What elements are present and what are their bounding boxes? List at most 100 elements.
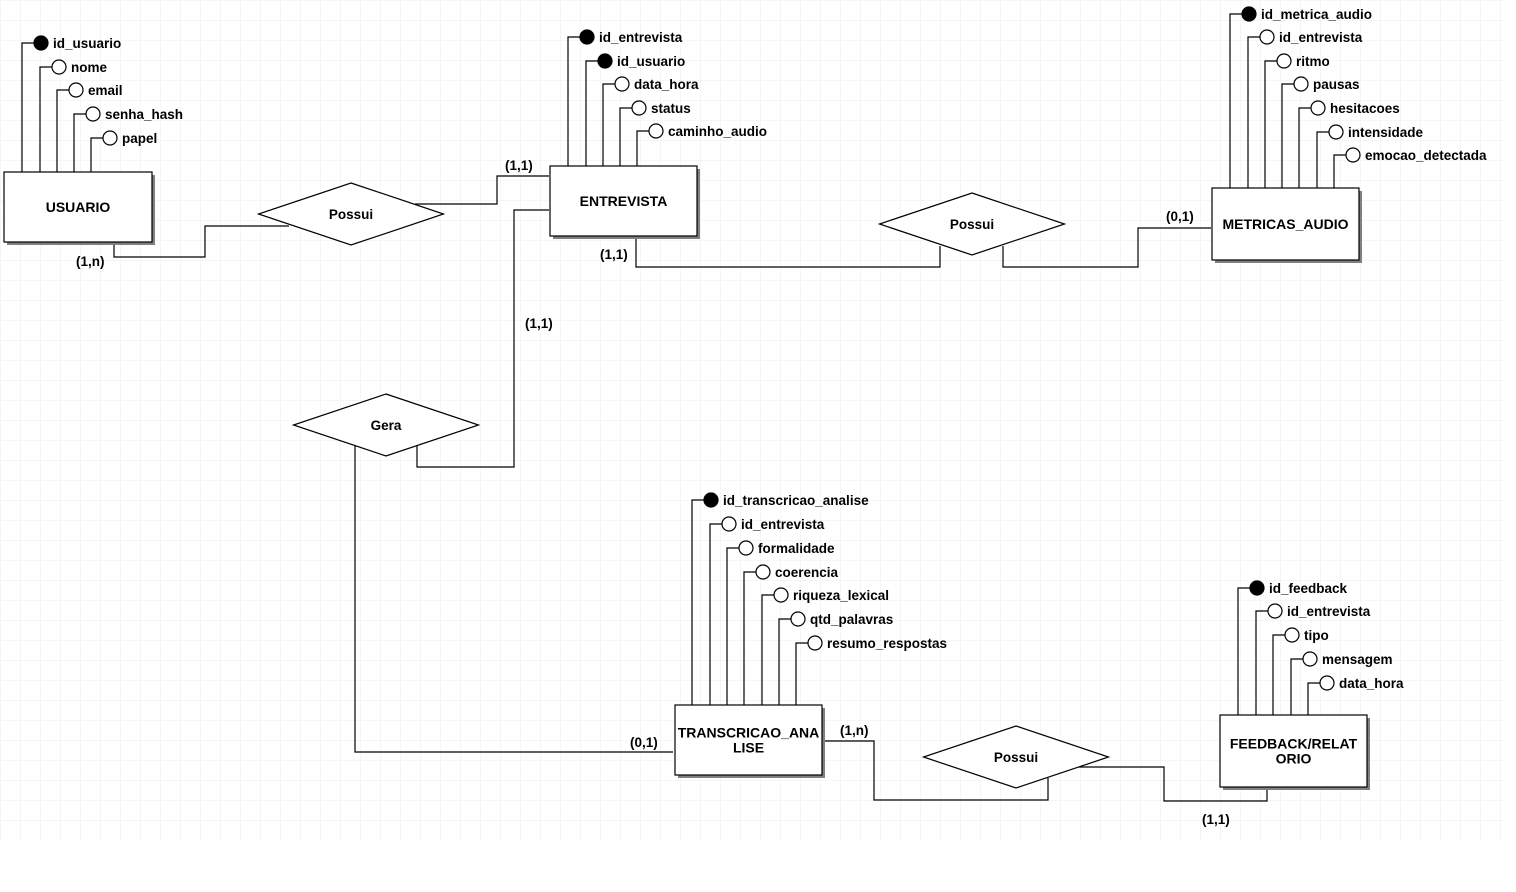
usuario-attr-line	[90, 137, 103, 172]
cardinality-entrevista-gera: (1,1)	[525, 316, 553, 331]
entrevista-attr-line	[602, 83, 615, 166]
relationship-gera	[291, 393, 481, 457]
usuario-attr-line	[56, 89, 69, 172]
attribute-qtd-palavras: qtd_palavras	[810, 612, 893, 627]
transcricao-attr-line	[795, 642, 808, 705]
attribute-nome: nome	[71, 60, 107, 75]
attribute-papel: papel	[122, 131, 157, 146]
attribute-icon	[102, 130, 118, 146]
attribute-resumo-respostas: resumo_respostas	[827, 636, 947, 651]
attribute-data-hora: data_hora	[1339, 676, 1404, 691]
entrevista-attr-line	[585, 60, 598, 166]
entity-metricas-audio	[1211, 187, 1360, 261]
entity-usuario	[3, 171, 153, 243]
line-gera-transcricao	[354, 446, 673, 753]
attribute-icon	[1319, 675, 1335, 691]
metricas-attr-line	[1281, 83, 1294, 188]
attribute-icon	[1259, 29, 1275, 45]
attribute-id-usuario: id_usuario	[53, 36, 121, 51]
metricas-attr-line	[1298, 107, 1311, 188]
attribute-riqueza-lexical: riqueza_lexical	[793, 588, 889, 603]
entity-entrevista-label: ENTREVISTA	[580, 193, 668, 209]
attribute-icon	[721, 516, 737, 532]
line-usuario-possui	[113, 225, 289, 258]
attribute-icon	[755, 564, 771, 580]
grid-background	[0, 0, 1504, 840]
key-attribute-icon	[1241, 6, 1257, 22]
transcricao-attr-line	[761, 594, 774, 705]
entity-transcricao-analise-label: TRANSCRICAO_ANA	[678, 725, 820, 741]
relationship-possui-usuario-label: Possui	[329, 207, 373, 222]
cardinality-entrevista-bottom: (1,1)	[600, 247, 628, 262]
key-attribute-icon	[579, 29, 595, 45]
attribute-icon	[631, 100, 647, 116]
attribute-icon	[1284, 627, 1300, 643]
entity-entrevista	[549, 165, 698, 237]
line-transcricao-possui	[823, 740, 1049, 801]
attribute-id-usuario: id_usuario	[617, 54, 685, 69]
attribute-icon	[614, 76, 630, 92]
attribute-icon	[1345, 147, 1361, 163]
transcricao-attr-line	[743, 571, 756, 705]
attribute-id-entrevista: id_entrevista	[599, 30, 683, 45]
cardinality-metricas: (0,1)	[1166, 209, 1194, 224]
transcricao-attr-line	[691, 499, 704, 705]
attribute-icon	[790, 611, 806, 627]
feedback-attr-line	[1255, 610, 1268, 715]
attribute-status: status	[651, 101, 691, 116]
key-attribute-icon	[33, 35, 49, 51]
feedback-attr-line	[1290, 658, 1303, 715]
usuario-attr-line	[73, 113, 86, 172]
entity-transcricao-analise-label: LISE	[733, 740, 764, 756]
entity-feedback-relatorio-label: ORIO	[1276, 751, 1312, 767]
usuario-attr-line	[39, 66, 52, 172]
cardinality-usuario: (1,n)	[76, 254, 105, 269]
key-attribute-icon	[1249, 580, 1265, 596]
feedback-attr-line	[1272, 634, 1285, 715]
transcricao-attr-line	[726, 547, 739, 705]
cardinality-entrevista-top: (1,1)	[505, 158, 533, 173]
line-entrevista-possui	[635, 236, 941, 268]
attribute-id-feedback: id_feedback	[1269, 581, 1348, 596]
cardinality-transcricao-possui: (1,n)	[840, 723, 869, 738]
entity-usuario-label: USUARIO	[46, 199, 111, 215]
attribute-icon	[738, 540, 754, 556]
attribute-data-hora: data_hora	[634, 77, 699, 92]
entity-feedback-relatorio	[1219, 714, 1368, 788]
metricas-attr-line	[1333, 154, 1346, 188]
attribute-id-entrevista: id_entrevista	[1287, 604, 1371, 619]
line-possui-feedback	[1079, 766, 1268, 802]
entrevista-attr-line	[636, 130, 649, 166]
attribute-email: email	[88, 83, 123, 98]
attribute-senha-hash: senha_hash	[105, 107, 183, 122]
key-attribute-icon	[703, 492, 719, 508]
relationship-gera-label: Gera	[371, 418, 402, 433]
cardinality-transcricao-gera: (0,1)	[630, 735, 658, 750]
attribute-icon	[85, 106, 101, 122]
relationship-possui-feedback	[921, 725, 1111, 789]
attribute-formalidade: formalidade	[758, 541, 835, 556]
attribute-icon	[68, 82, 84, 98]
attribute-icon	[773, 587, 789, 603]
attribute-intensidade: intensidade	[1348, 125, 1424, 140]
attribute-caminho-audio: caminho_audio	[668, 124, 767, 139]
relationship-possui-usuario	[256, 182, 446, 246]
line-possui-entrevista	[415, 175, 549, 205]
entrevista-attr-line	[567, 36, 580, 166]
entity-metricas-audio-label: METRICAS_AUDIO	[1222, 216, 1348, 232]
attribute-icon	[1293, 76, 1309, 92]
attribute-icon	[1276, 53, 1292, 69]
entrevista-attr-line	[619, 107, 632, 166]
relationship-possui-metricas-label: Possui	[950, 217, 994, 232]
attribute-coerencia: coerencia	[775, 565, 839, 580]
transcricao-attr-line	[709, 523, 722, 705]
attribute-icon	[1302, 651, 1318, 667]
line-possui-metricas	[1002, 227, 1211, 268]
attribute-hesitacoes: hesitacoes	[1330, 101, 1400, 116]
metricas-attr-line	[1264, 60, 1277, 188]
attribute-mensagem: mensagem	[1322, 652, 1393, 667]
attribute-id-metrica-audio: id_metrica_audio	[1261, 7, 1372, 22]
feedback-attr-line	[1307, 682, 1320, 715]
attribute-icon	[51, 59, 67, 75]
